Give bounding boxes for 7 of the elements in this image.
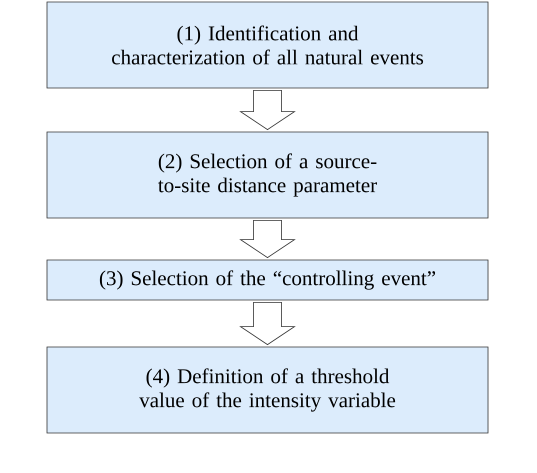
block-arrow: [239, 90, 296, 130]
block-arrow: [239, 302, 296, 346]
process-box: (4) Definition of a threshold value of the intensity variable: [46, 346, 488, 434]
process-box: (2) Selection of a source-to-site distance parameter: [46, 132, 488, 218]
process-box: (1) Identification and characterization of all natural events: [46, 2, 488, 88]
block-arrow: [239, 220, 296, 258]
process-box: (3) Selection of the “controlling event”: [46, 260, 488, 300]
